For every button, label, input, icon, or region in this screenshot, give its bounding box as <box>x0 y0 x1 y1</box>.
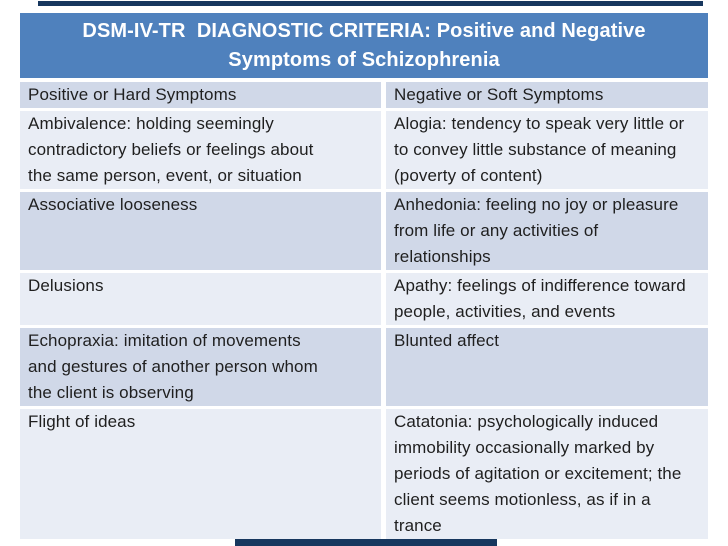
cell-apathy: Apathy: feelings of indifference toward … <box>386 273 708 325</box>
slide-title-bar: DSM-IV-TR DIAGNOSTIC CRITERIA: Positive … <box>20 13 708 78</box>
cell-catatonia: Catatonia: psychologically induced immob… <box>386 409 708 539</box>
cell-blunted-affect: Blunted affect <box>386 328 708 406</box>
slide-bottom-border <box>235 539 497 546</box>
cell-ambivalence: Ambivalence: holding seemingly contradic… <box>20 111 381 189</box>
cell-echopraxia: Echopraxia: imitation of movements and g… <box>20 328 381 406</box>
cell-anhedonia: Anhedonia: feeling no joy or pleasure fr… <box>386 192 708 270</box>
cell-alogia: Alogia: tendency to speak very little or… <box>386 111 708 189</box>
slide-title: DSM-IV-TR DIAGNOSTIC CRITERIA: Positive … <box>82 19 646 71</box>
column-header-negative-symptoms: Negative or Soft Symptoms <box>386 82 708 108</box>
cell-flight-of-ideas: Flight of ideas <box>20 409 381 539</box>
cell-delusions: Delusions <box>20 273 381 325</box>
column-header-positive-symptoms: Positive or Hard Symptoms <box>20 82 381 108</box>
symptoms-table: Positive or Hard Symptoms Negative or So… <box>20 82 708 539</box>
cell-associative-looseness: Associative looseness <box>20 192 381 270</box>
slide-top-border <box>38 1 703 6</box>
